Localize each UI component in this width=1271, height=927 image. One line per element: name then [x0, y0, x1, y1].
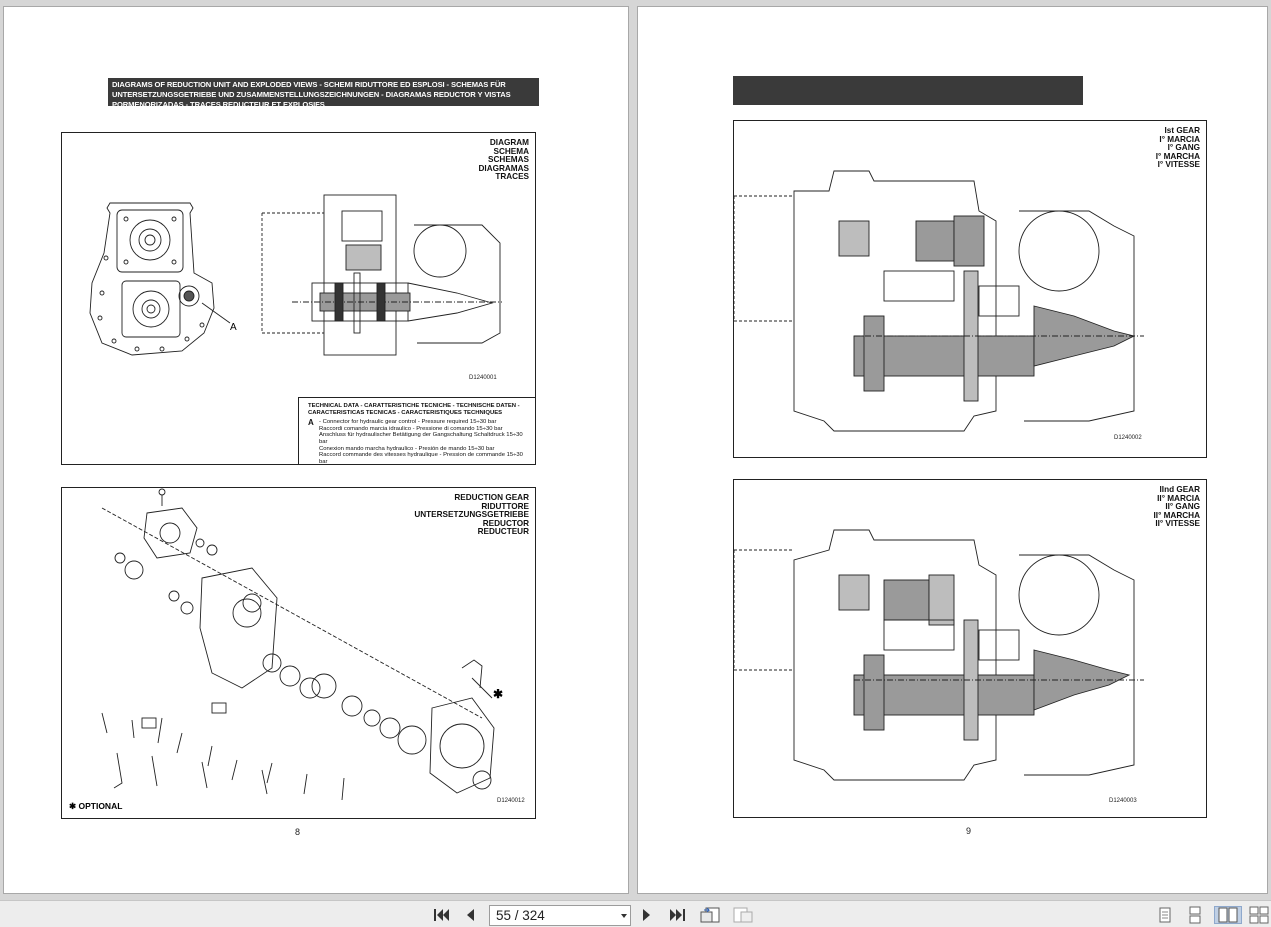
- exploded-view-figure: REDUCTION GEAR RIDUTTORE UNTERSETZUNGSGE…: [61, 487, 536, 819]
- label-es: II° MARCHA: [1153, 510, 1200, 520]
- second-gear-drawing: [734, 529, 1144, 781]
- second-gear-labels: IInd GEAR II° MARCIA II° GANG II° MARCHA…: [1153, 485, 1200, 529]
- callout-a: A: [230, 322, 237, 333]
- technical-data-panel: TECHNICAL DATA - CARATTERISTICHE TECNICH…: [298, 397, 536, 465]
- go-back-view-icon[interactable]: [698, 906, 722, 924]
- section-header: DIAGRAMS OF REDUCTION UNIT AND EXPLODED …: [108, 78, 539, 109]
- page-9: Ist GEAR I° MARCIA I° GANG I° MARCHA I° …: [637, 6, 1268, 894]
- exploded-title-labels: REDUCTION GEAR RIDUTTORE UNTERSETZUNGSGE…: [414, 493, 529, 537]
- label-it: RIDUTTORE: [481, 501, 529, 511]
- label-en: Ist GEAR: [1164, 126, 1201, 135]
- label-en: DIAGRAM: [489, 138, 529, 147]
- first-gear-labels: Ist GEAR I° MARCIA I° GANG I° MARCHA I° …: [1155, 126, 1201, 170]
- last-page-icon[interactable]: [667, 906, 689, 924]
- chevron-down-icon[interactable]: [621, 914, 627, 918]
- optional-star-marker: ✱: [493, 687, 504, 701]
- label-fr: II° VITESSE: [1155, 519, 1200, 529]
- drawing-code: D1240003: [1109, 798, 1137, 804]
- technical-data-letter: A: [308, 418, 314, 428]
- label-es: DIAGRAMAS: [478, 163, 530, 173]
- label-en: IInd GEAR: [1159, 485, 1200, 494]
- tech-line: - Connector for hydraulic gear control -…: [319, 419, 497, 426]
- label-es: I° MARCHA: [1155, 151, 1200, 161]
- label-es: REDUCTOR: [482, 518, 529, 528]
- document-viewport[interactable]: DIAGRAMS OF REDUCTION UNIT AND EXPLODED …: [0, 0, 1271, 900]
- page-number: 9: [966, 826, 972, 836]
- diagram-drawing: [89, 194, 502, 356]
- label-en: REDUCTION GEAR: [454, 493, 529, 502]
- previous-page-icon[interactable]: [461, 906, 479, 924]
- optional-note: ✱ OPTIONAL: [69, 801, 123, 811]
- drawing-code: D1240012: [497, 798, 525, 804]
- viewer-toolbar: 55 / 324: [0, 900, 1271, 927]
- page-number-input[interactable]: 55 / 324: [489, 905, 631, 926]
- label-it: I° MARCIA: [1159, 134, 1200, 144]
- tech-line: Conexion mando marcha hydraulico - Presi…: [319, 445, 495, 452]
- label-de: UNTERSETZUNGSGETRIEBE: [414, 510, 529, 520]
- diagram-figure: DIAGRAM SCHEMA SCHEMAS DIAGRAMAS TRACES …: [61, 132, 536, 465]
- diagram-title-labels: DIAGRAM SCHEMA SCHEMAS DIAGRAMAS TRACES: [478, 138, 530, 182]
- page-number-value: 55 / 324: [496, 908, 545, 923]
- exploded-drawing: [101, 488, 495, 801]
- first-gear-drawing: [734, 170, 1144, 432]
- second-gear-figure: IInd GEAR II° MARCIA II° GANG II° MARCHA…: [733, 479, 1207, 818]
- facing-view-icon[interactable]: [1214, 906, 1242, 924]
- label-de: I° GANG: [1167, 143, 1200, 153]
- drawing-code: D1240001: [469, 375, 497, 381]
- label-it: II° MARCIA: [1157, 493, 1200, 503]
- tech-line: Raccord commande des vitesses hydrauliqu…: [319, 452, 523, 465]
- label-fr: I° VITESSE: [1157, 160, 1200, 170]
- go-forward-view-icon[interactable]: [731, 906, 755, 924]
- continuous-facing-view-icon[interactable]: [1249, 906, 1269, 924]
- label-de: SCHEMAS: [488, 155, 529, 165]
- label-de: II° GANG: [1165, 502, 1200, 512]
- label-fr: REDUCTEUR: [477, 527, 529, 537]
- technical-data-title: TECHNICAL DATA - CARATTERISTICHE TECNICH…: [308, 403, 520, 416]
- continuous-view-icon[interactable]: [1185, 906, 1205, 924]
- label-it: SCHEMA: [493, 146, 529, 156]
- tech-line: Raccordi comando marcia idraulico - Pres…: [319, 425, 503, 432]
- drawing-code: D1240002: [1114, 435, 1142, 441]
- page-8: DIAGRAMS OF REDUCTION UNIT AND EXPLODED …: [3, 6, 629, 894]
- next-page-icon[interactable]: [638, 906, 656, 924]
- first-page-icon[interactable]: [430, 906, 452, 924]
- first-gear-figure: Ist GEAR I° MARCIA I° GANG I° MARCHA I° …: [733, 120, 1207, 458]
- section-header: [733, 76, 1083, 105]
- page-number: 8: [295, 827, 301, 837]
- single-page-view-icon[interactable]: [1155, 906, 1175, 924]
- label-fr: TRACES: [495, 172, 529, 182]
- tech-line: Anschluss für hydraulischer Betätigung d…: [319, 432, 523, 445]
